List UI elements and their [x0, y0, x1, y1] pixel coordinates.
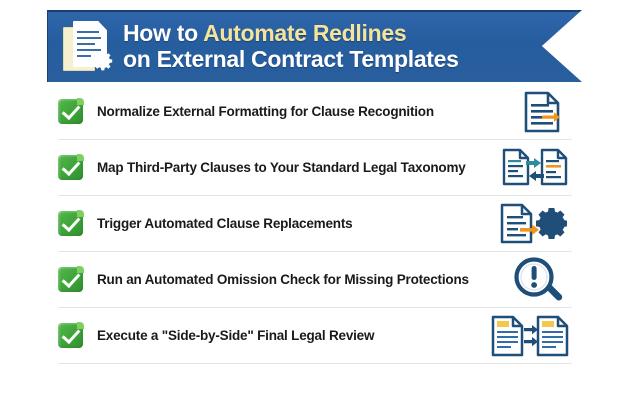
- two-documents-compare-arrows-icon: [488, 313, 572, 359]
- step-label: Trigger Automated Clause Replacements: [97, 216, 353, 231]
- check-icon: [58, 210, 84, 236]
- steps-list: Normalize External Formatting for Clause…: [0, 84, 630, 364]
- step-row: Trigger Automated Clause Replacements: [58, 196, 572, 252]
- step-label: Execute a "Side-by-Side" Final Legal Rev…: [97, 328, 375, 343]
- banner-content: How to Automate Redlines on External Con…: [47, 10, 582, 82]
- check-icon: [58, 322, 84, 348]
- check-icon: [58, 154, 84, 180]
- document-orange-arrow-glyph: [524, 91, 560, 132]
- page-title: How to Automate Redlines on External Con…: [123, 19, 459, 72]
- step-row: Execute a "Side-by-Side" Final Legal Rev…: [58, 308, 572, 364]
- title-line-2: on External Contract Templates: [123, 46, 459, 72]
- step-row: Normalize External Formatting for Clause…: [58, 84, 572, 140]
- title-line-1: How to Automate Redlines: [123, 19, 459, 46]
- title-line-1-accent: Automate Redlines: [203, 19, 407, 46]
- step-row: Map Third-Party Clauses to Your Standard…: [58, 140, 572, 196]
- check-icon: [58, 266, 84, 292]
- document-arrow-gear-icon: [488, 201, 572, 247]
- document-orange-arrow-icon: [488, 89, 572, 135]
- banner-ribbon-shape: [47, 10, 582, 82]
- two-documents-exchange-arrows-icon: [488, 145, 572, 191]
- gear-icon: [93, 51, 113, 71]
- step-label: Map Third-Party Clauses to Your Standard…: [97, 160, 466, 175]
- two-documents-exchange-glyph: [502, 148, 568, 185]
- magnifier-exclamation-icon: [488, 256, 572, 303]
- step-row: Run an Automated Omission Check for Miss…: [58, 252, 572, 308]
- step-label: Normalize External Formatting for Clause…: [97, 104, 434, 119]
- two-documents-compare-glyph: [491, 315, 569, 356]
- step-label: Run an Automated Omission Check for Miss…: [97, 272, 469, 287]
- document-arrow-gear-glyph: [500, 203, 567, 243]
- document-gear-icon: [59, 17, 115, 75]
- title-line-1-plain: How to: [123, 19, 204, 46]
- magnifier-exclamation-glyph: [514, 256, 563, 300]
- check-icon: [58, 98, 84, 124]
- header-banner: How to Automate Redlines on External Con…: [47, 10, 582, 82]
